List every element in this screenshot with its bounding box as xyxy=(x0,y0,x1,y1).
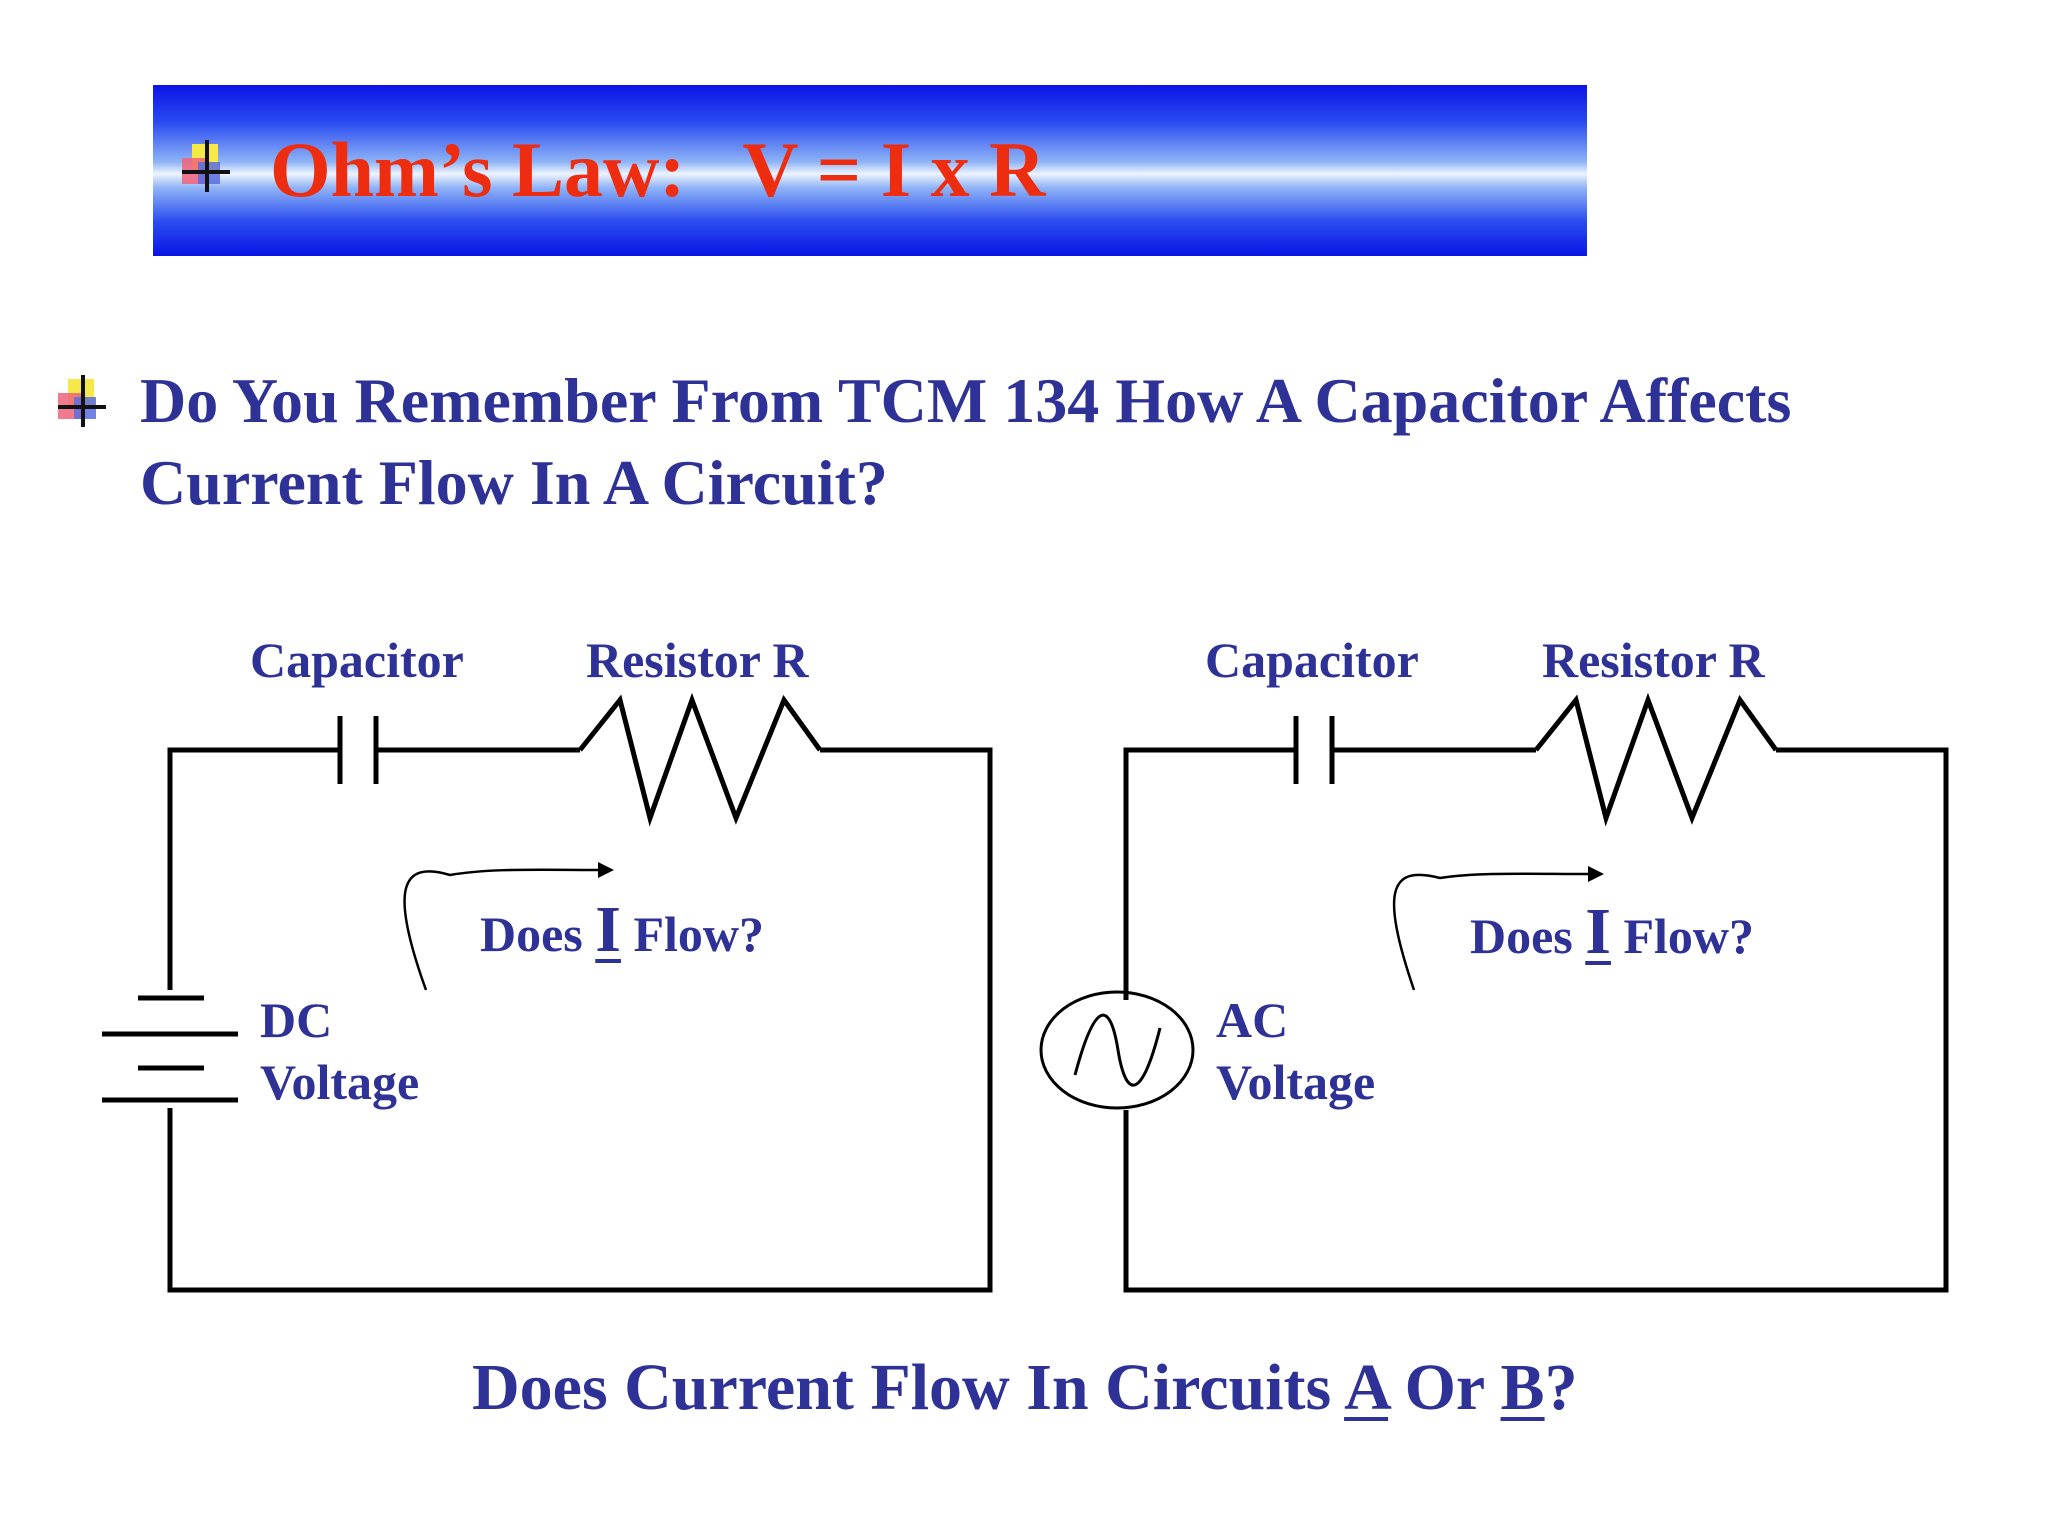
circuit-b xyxy=(1039,692,1949,1293)
circuit-a-wire xyxy=(167,747,993,1293)
question-line-2: Current Flow In A Circuit? xyxy=(140,447,888,518)
circuit-b-ref: B xyxy=(1500,1351,1545,1424)
bottom-prefix: Does Current Flow In Circuits xyxy=(472,1351,1345,1424)
circuit-a-wire xyxy=(167,747,340,990)
circuit-b-capacitor-label: Capacitor xyxy=(1205,632,1419,688)
dc-battery-symbol xyxy=(102,995,238,1103)
capacitor-symbol xyxy=(337,716,379,784)
bottom-question: Does Current Flow In Circuits A Or B? xyxy=(472,1348,1578,1428)
circuit-a-source-label-1: DC xyxy=(260,992,333,1048)
resistor-symbol xyxy=(578,692,823,827)
bottom-middle: Or xyxy=(1388,1351,1501,1424)
capacitor-symbol xyxy=(1293,716,1335,784)
current-arrow xyxy=(403,862,614,991)
flow-prefix: Does xyxy=(1470,908,1586,964)
circuit-a-flow-question: Does I Flow? xyxy=(480,897,764,964)
circuit-b-wire xyxy=(1123,747,1296,1000)
circuit-b-flow-question: Does I Flow? xyxy=(1470,899,1754,966)
circuit-b-source-label-2: Voltage xyxy=(1216,1054,1376,1110)
circuit-a-capacitor-label: Capacitor xyxy=(250,632,464,688)
circuit-a-resistor-label: Resistor R xyxy=(586,632,809,688)
title-bar xyxy=(153,85,1587,256)
question-line-1: Do You Remember From TCM 134 How A Capac… xyxy=(140,365,1792,436)
flow-suffix: Flow? xyxy=(620,906,764,962)
circuit-a xyxy=(102,692,993,1293)
bullet-icon xyxy=(178,140,230,192)
current-symbol: I xyxy=(595,893,621,966)
bullet-icon xyxy=(54,375,106,427)
circuit-b-resistor-label: Resistor R xyxy=(1542,632,1765,688)
circuit-a-ref: A xyxy=(1344,1351,1389,1424)
circuit-b-wire xyxy=(1123,747,1949,1293)
current-symbol: I xyxy=(1585,895,1611,968)
bottom-suffix: ? xyxy=(1544,1351,1578,1424)
circuit-b-source-label-1: AC xyxy=(1216,992,1289,1048)
circuit-a-source-label-2: Voltage xyxy=(260,1054,420,1110)
question-text: Do You Remember From TCM 134 How A Capac… xyxy=(140,360,2020,524)
resistor-symbol xyxy=(1534,692,1779,827)
flow-suffix: Flow? xyxy=(1610,908,1754,964)
current-arrow xyxy=(1392,866,1604,991)
ac-source-symbol xyxy=(1039,990,1195,1110)
slide-title: Ohm’s Law: V = I x R xyxy=(270,126,1046,213)
flow-prefix: Does xyxy=(480,906,596,962)
